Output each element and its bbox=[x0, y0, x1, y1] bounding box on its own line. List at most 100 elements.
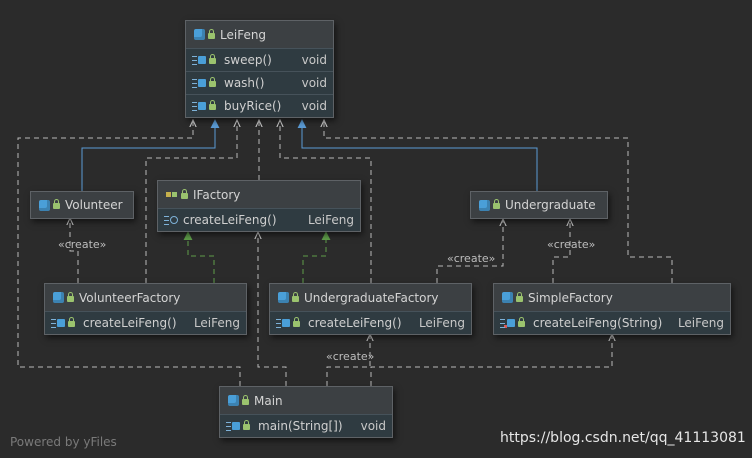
method-icon bbox=[276, 318, 290, 328]
blog-url-watermark: https://blog.csdn.net/qq_41113081 bbox=[500, 430, 746, 446]
method-return-type: LeiFeng bbox=[307, 213, 354, 227]
edge-main-depends-simplefactory bbox=[370, 334, 612, 386]
lock-icon bbox=[242, 394, 249, 405]
method-return-type: void bbox=[301, 53, 327, 67]
method-return-type: void bbox=[301, 99, 327, 113]
class-volunteer-header[interactable]: Volunteer bbox=[31, 192, 133, 218]
method-name: createLeiFeng() bbox=[308, 316, 402, 330]
method-return-type: LeiFeng bbox=[418, 316, 465, 330]
class-volunteer-factory[interactable]: VolunteerFactory createLeiFeng() LeiFeng bbox=[44, 283, 247, 335]
method-name: createLeiFeng() bbox=[183, 213, 277, 227]
method-return-type: LeiFeng bbox=[193, 316, 240, 330]
edge-main-depends-leifeng-left bbox=[17, 120, 241, 386]
class-icon bbox=[278, 292, 289, 303]
lock-icon bbox=[292, 291, 299, 302]
lock-icon bbox=[243, 420, 250, 430]
edge-main-creates-undergraduatefactory bbox=[326, 334, 370, 386]
method-icon bbox=[192, 55, 206, 65]
class-icon bbox=[53, 292, 64, 303]
interface-ifactory[interactable]: IFactory createLeiFeng() LeiFeng bbox=[157, 180, 361, 232]
method-name: sweep() bbox=[224, 53, 272, 67]
create-label-volunteer: «create» bbox=[58, 238, 107, 251]
class-leifeng[interactable]: LeiFeng sweep() void wash() void buyRice… bbox=[185, 20, 334, 118]
lock-icon bbox=[209, 54, 216, 64]
class-icon bbox=[194, 29, 205, 40]
method-name: wash() bbox=[224, 76, 265, 90]
method-name: createLeiFeng(String) bbox=[533, 316, 663, 330]
class-name: UndergraduateFactory bbox=[304, 290, 439, 305]
edge-volunteerfactory-depends-leifeng bbox=[145, 120, 237, 283]
method-icon bbox=[192, 101, 206, 111]
class-undergraduate-factory-header[interactable]: UndergraduateFactory bbox=[270, 284, 471, 311]
class-main[interactable]: Main main(String[]) void bbox=[219, 386, 393, 438]
method-return-type: void bbox=[360, 419, 386, 433]
method-row-createleifeng[interactable]: createLeiFeng() LeiFeng bbox=[270, 311, 471, 334]
abstract-method-icon bbox=[164, 215, 178, 225]
method-row-sweep[interactable]: sweep() void bbox=[186, 48, 333, 71]
class-main-header[interactable]: Main bbox=[220, 387, 392, 414]
lock-icon bbox=[493, 199, 500, 209]
interface-icon bbox=[166, 190, 178, 200]
edge-undergraduatefactory-creates-undergraduate bbox=[436, 219, 503, 283]
method-name: main(String[]) bbox=[258, 419, 343, 433]
lock-icon bbox=[518, 317, 525, 327]
method-row-main[interactable]: main(String[]) void bbox=[220, 414, 392, 437]
lock-icon bbox=[67, 291, 74, 302]
edge-undergraduatefactory-implements-ifactory bbox=[302, 231, 331, 283]
lock-icon bbox=[181, 188, 188, 199]
lock-icon bbox=[208, 28, 215, 39]
method-return-type: void bbox=[301, 76, 327, 90]
static-method-icon bbox=[226, 421, 240, 431]
class-name: Undergraduate bbox=[505, 198, 596, 212]
method-row-wash[interactable]: wash() void bbox=[186, 71, 333, 94]
class-undergraduate-factory[interactable]: UndergraduateFactory createLeiFeng() Lei… bbox=[269, 283, 472, 335]
edge-undergraduate-inherits-leifeng bbox=[297, 119, 538, 191]
powered-by-footer: Powered by yFiles bbox=[10, 435, 117, 449]
create-label-main: «create» bbox=[326, 350, 375, 363]
lock-icon bbox=[516, 291, 523, 302]
create-label-undergraduate: «create» bbox=[447, 252, 496, 265]
edge-volunteer-inherits-leifeng bbox=[81, 119, 220, 191]
class-undergraduate-header[interactable]: Undergraduate bbox=[471, 192, 607, 218]
class-icon bbox=[479, 199, 490, 211]
class-icon bbox=[502, 292, 513, 303]
static-method-icon bbox=[500, 318, 515, 328]
method-name: createLeiFeng() bbox=[83, 316, 177, 330]
method-row-createleifeng-string[interactable]: createLeiFeng(String) LeiFeng bbox=[494, 311, 730, 334]
class-name: VolunteerFactory bbox=[79, 290, 181, 305]
class-name: LeiFeng bbox=[220, 27, 267, 42]
method-row-createleifeng[interactable]: createLeiFeng() LeiFeng bbox=[45, 311, 246, 334]
edge-simplefactory-creates-undergraduate bbox=[552, 219, 570, 283]
method-row-buyrice[interactable]: buyRice() void bbox=[186, 94, 333, 117]
method-icon bbox=[51, 318, 65, 328]
class-icon bbox=[228, 395, 239, 406]
class-volunteer[interactable]: Volunteer bbox=[30, 191, 134, 219]
class-name: SimpleFactory bbox=[528, 290, 613, 305]
lock-icon bbox=[209, 100, 216, 110]
interface-name: IFactory bbox=[193, 187, 241, 202]
lock-icon bbox=[209, 77, 216, 87]
method-return-type: LeiFeng bbox=[677, 316, 724, 330]
class-icon bbox=[39, 199, 50, 211]
class-simple-factory[interactable]: SimpleFactory createLeiFeng(String) LeiF… bbox=[493, 283, 731, 335]
class-volunteer-factory-header[interactable]: VolunteerFactory bbox=[45, 284, 246, 311]
method-icon bbox=[192, 78, 206, 88]
edge-main-depends-ifactory bbox=[258, 232, 287, 386]
class-simple-factory-header[interactable]: SimpleFactory bbox=[494, 284, 730, 311]
lock-icon bbox=[293, 317, 300, 327]
method-name: buyRice() bbox=[224, 99, 282, 113]
method-row-createleifeng[interactable]: createLeiFeng() LeiFeng bbox=[158, 208, 360, 231]
create-label-simple: «create» bbox=[547, 238, 596, 251]
edge-simplefactory-depends-leifeng bbox=[324, 120, 673, 283]
edge-undergraduatefactory-depends-leifeng bbox=[280, 120, 372, 283]
class-name: Main bbox=[254, 393, 283, 408]
lock-icon bbox=[53, 199, 60, 209]
class-name: Volunteer bbox=[65, 198, 123, 212]
edge-volunteerfactory-implements-ifactory bbox=[183, 231, 215, 283]
lock-icon bbox=[68, 317, 75, 327]
class-undergraduate[interactable]: Undergraduate bbox=[470, 191, 608, 219]
edge-volunteerfactory-creates-volunteer bbox=[70, 218, 79, 283]
interface-ifactory-header[interactable]: IFactory bbox=[158, 181, 360, 208]
class-leifeng-header[interactable]: LeiFeng bbox=[186, 21, 333, 48]
